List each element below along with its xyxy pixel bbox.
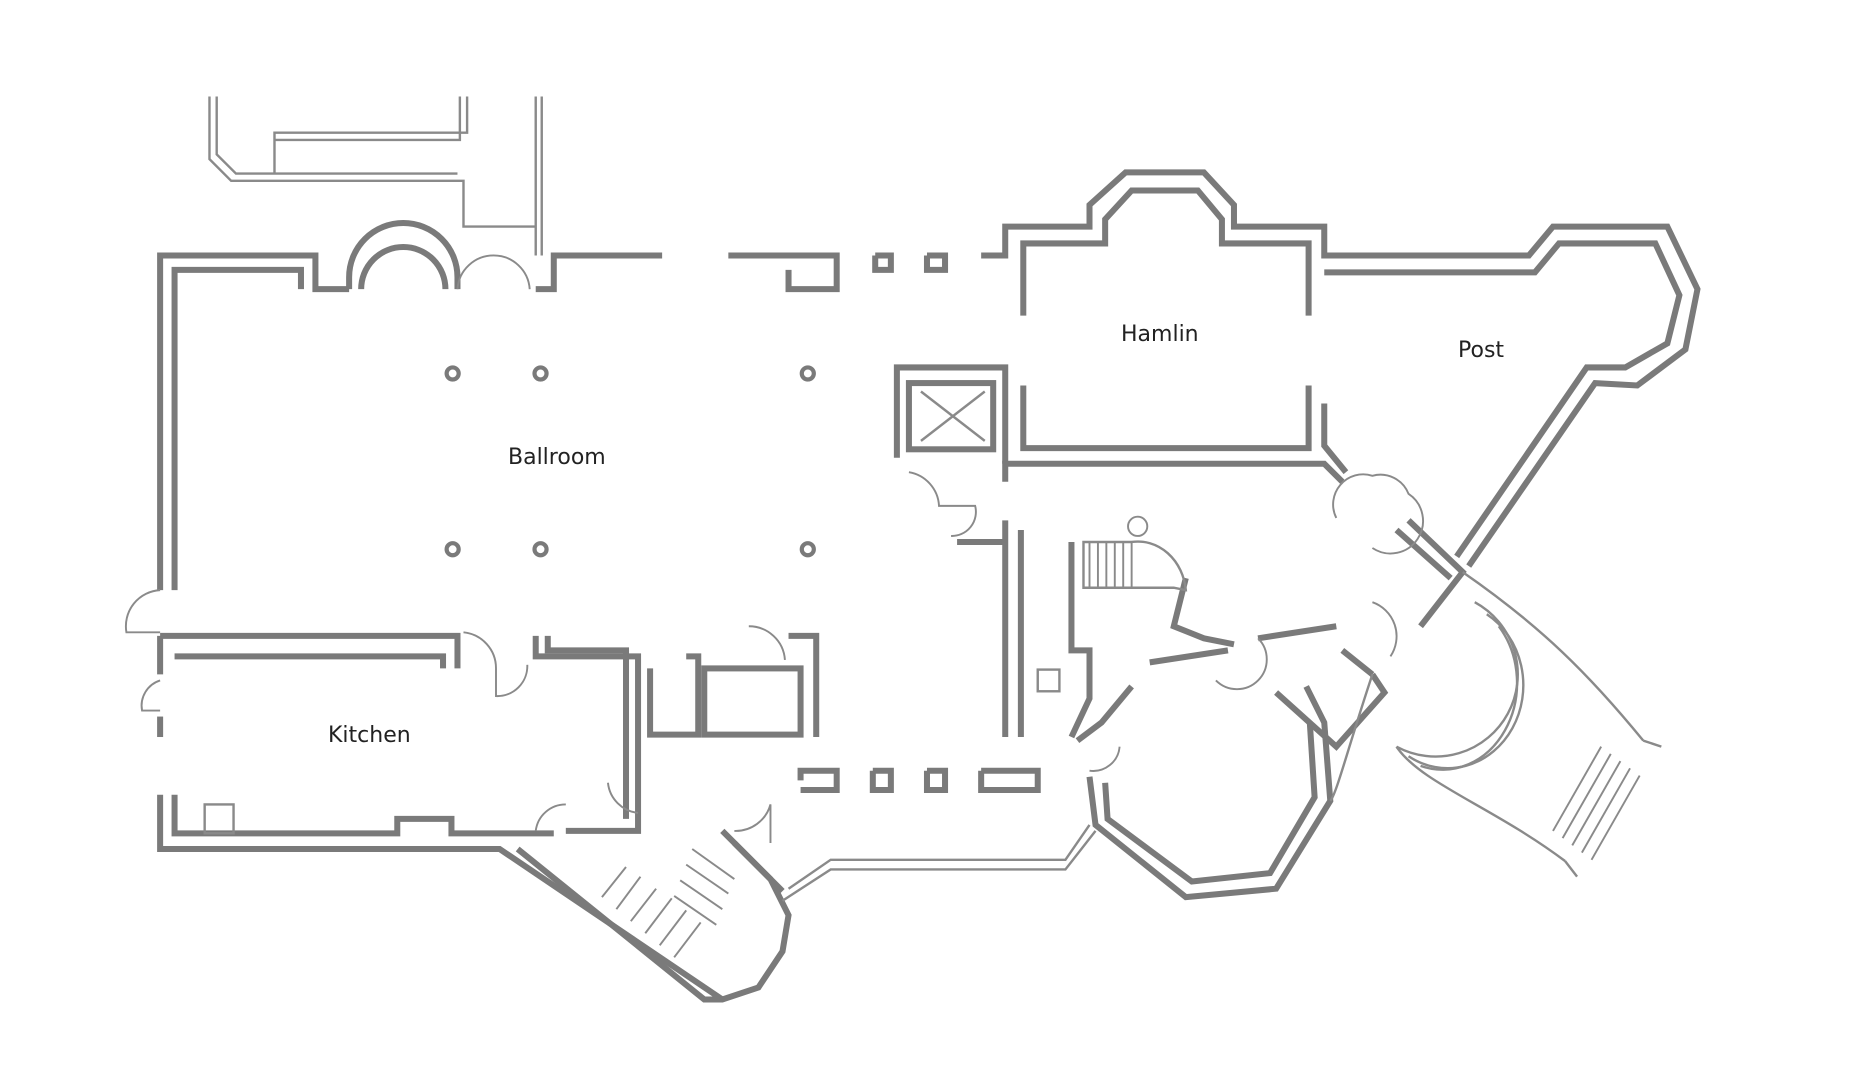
room-label-hamlin: Hamlin [1121, 322, 1199, 347]
room-label-post: Post [1458, 338, 1505, 363]
room-label-ballroom: Ballroom [508, 445, 606, 470]
stair-treads [601, 848, 735, 958]
terrace-stair-treads [1552, 746, 1641, 861]
terrace-outline [208, 96, 543, 256]
room-label-kitchen: Kitchen [328, 723, 411, 748]
walls [124, 169, 1701, 1003]
ballroom-columns [444, 365, 816, 558]
spiral-stair-treads [1088, 541, 1133, 588]
